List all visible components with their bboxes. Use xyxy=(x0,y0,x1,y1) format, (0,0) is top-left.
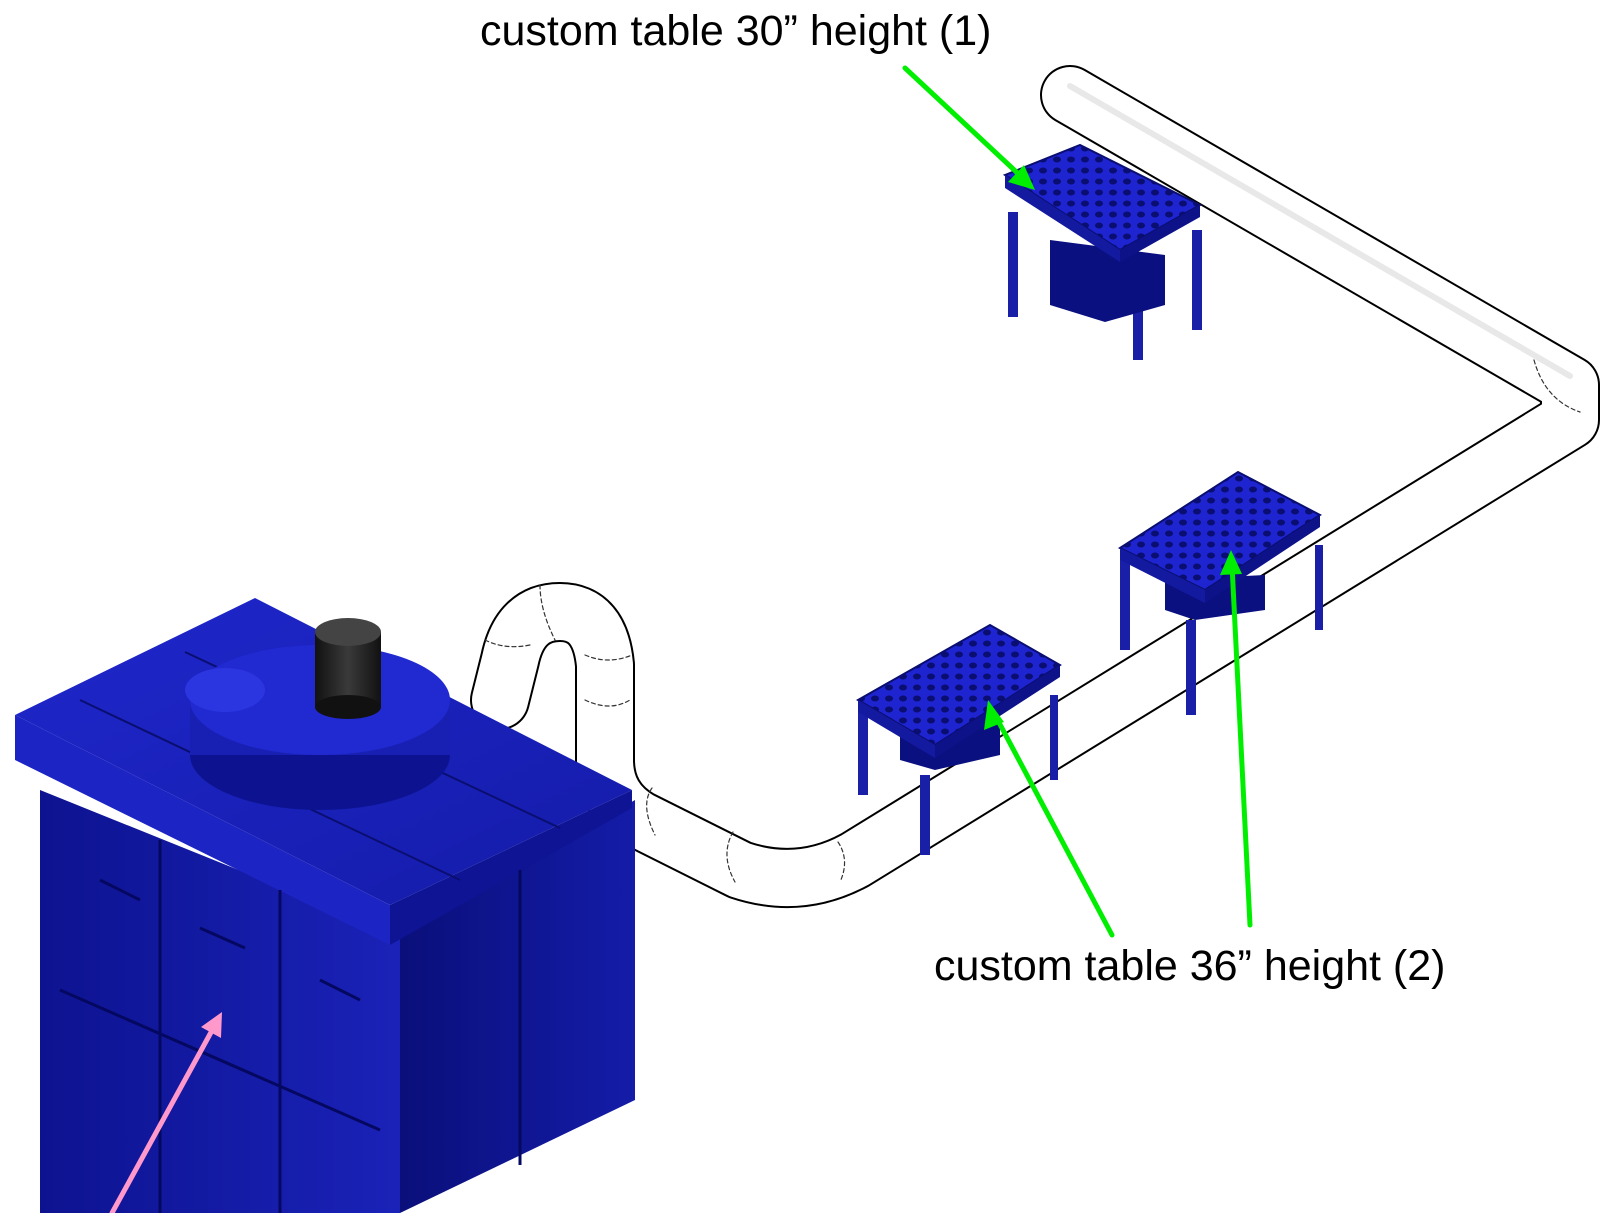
arrow-table-36-right xyxy=(1220,550,1253,928)
callout-arrows xyxy=(109,65,1253,1213)
table-30-height xyxy=(1002,143,1203,360)
duct-run xyxy=(470,65,1600,908)
blower-housing xyxy=(185,645,450,810)
table-36-height-left xyxy=(855,623,1062,855)
dust-collector-cabinet xyxy=(15,598,635,1213)
arrow-table-30 xyxy=(902,65,1035,190)
label-table-30: custom table 30” height (1) xyxy=(480,7,992,55)
blower-motor xyxy=(315,618,381,719)
label-table-36: custom table 36” height (2) xyxy=(934,942,1446,990)
arrow-table-36-left xyxy=(984,700,1115,938)
arrow-cabinet xyxy=(109,1012,222,1213)
